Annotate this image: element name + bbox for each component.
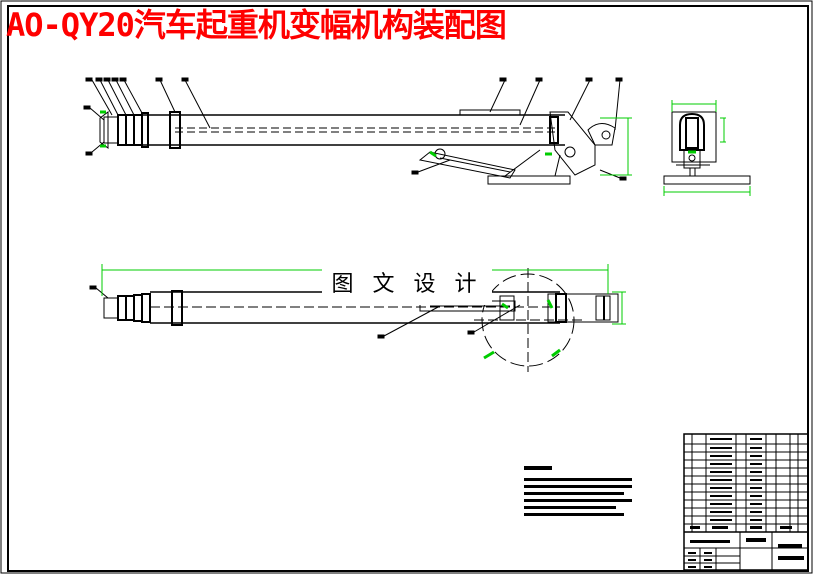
front-view-dimensions [100, 110, 632, 176]
side-view [663, 111, 751, 185]
drawing-title: AO-QY20汽车起重机变幅机构装配图 [6, 6, 507, 44]
side-view-dimensions [663, 100, 751, 196]
title-block-text-marks [688, 438, 804, 568]
inner-frame [7, 5, 809, 572]
technical-requirements-block [524, 466, 632, 516]
title-block [683, 433, 809, 571]
watermark-label: 图 文 设 计 [322, 265, 492, 305]
front-view [83, 77, 627, 185]
